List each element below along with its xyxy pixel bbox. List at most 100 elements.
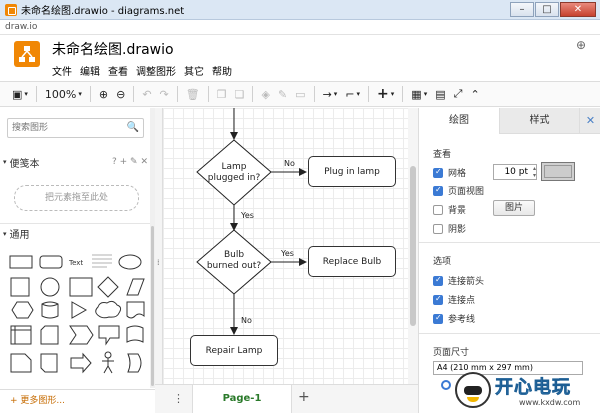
checkbox-checked[interactable] bbox=[433, 275, 443, 286]
drawio-logo bbox=[14, 41, 40, 67]
tab-diagram[interactable]: 绘图 bbox=[419, 108, 499, 134]
undo-icon[interactable]: ↶ bbox=[142, 87, 152, 101]
shape-document bbox=[126, 301, 145, 319]
shadow-icon[interactable]: ▭ bbox=[295, 87, 306, 101]
zoom-select[interactable]: 100%▾ bbox=[44, 87, 82, 101]
document-title[interactable]: 未命名绘图.drawio bbox=[52, 42, 174, 58]
app-header: 未命名绘图.drawio 文件 编辑 查看 调整图形 其它 帮助 ⊕ bbox=[0, 35, 600, 80]
shape-internal-storage bbox=[10, 325, 32, 345]
background-image-button[interactable]: 图片 bbox=[493, 200, 535, 216]
delete-icon[interactable]: 🗑 bbox=[185, 87, 200, 101]
fullscreen-icon[interactable]: ⤢ bbox=[453, 87, 463, 100]
waypoints-icon[interactable]: ⌐▾ bbox=[345, 87, 361, 101]
add-page-button[interactable]: + bbox=[298, 389, 310, 405]
node-plug-in-lamp[interactable]: Plug in lamp bbox=[308, 156, 396, 187]
grid-size-input[interactable]: 10 pt bbox=[493, 164, 537, 180]
shape-actor bbox=[102, 351, 114, 374]
menu-help[interactable]: 帮助 bbox=[212, 67, 232, 78]
shapes-sidebar: 🔍 ▾ 便笺本 ? + ✎ ✕ 把元素拖至此处 ▾ 通用 Text bbox=[0, 108, 155, 388]
shape-ellipse bbox=[118, 254, 142, 270]
checkbox-checked[interactable] bbox=[433, 185, 443, 196]
zoom-value: 100% bbox=[44, 87, 77, 101]
language-globe-icon[interactable]: ⊕ bbox=[575, 38, 586, 52]
connection-arrows-label: 连接箭头 bbox=[448, 277, 485, 287]
menu-edit[interactable]: 编辑 bbox=[80, 67, 100, 78]
table-icon[interactable]: ▦▾ bbox=[411, 87, 428, 101]
menu-extras[interactable]: 其它 bbox=[184, 67, 204, 78]
decision-lamp-line2: plugged in? bbox=[207, 173, 261, 183]
shape-rectangle bbox=[9, 255, 33, 269]
redo-icon[interactable]: ↷ bbox=[159, 87, 169, 101]
more-shapes-link[interactable]: + 更多图形... bbox=[0, 389, 155, 413]
grid-color-swatch[interactable] bbox=[541, 162, 575, 181]
general-header[interactable]: ▾ 通用 bbox=[0, 223, 150, 243]
maximize-button[interactable]: □ bbox=[535, 2, 559, 17]
connection-style-icon[interactable]: →▾ bbox=[322, 87, 338, 101]
menu-view[interactable]: 查看 bbox=[108, 67, 128, 78]
checkbox-checked[interactable] bbox=[433, 313, 443, 324]
watermark-brand: 开心电玩 bbox=[495, 377, 571, 399]
minimize-button[interactable]: – bbox=[510, 2, 534, 17]
grid-checkbox[interactable]: 网格 bbox=[433, 166, 466, 179]
shadow-label: 阴影 bbox=[448, 225, 467, 235]
decision-shape-1 bbox=[196, 139, 272, 206]
search-icon[interactable]: 🔍 bbox=[126, 122, 139, 133]
zoom-in-icon[interactable]: ⊕ bbox=[98, 87, 109, 101]
to-back-icon[interactable]: ❏ bbox=[234, 87, 245, 101]
menu-arrange[interactable]: 调整图形 bbox=[136, 67, 176, 78]
site-watermark: 开心电玩 www.kxdw.com bbox=[455, 372, 597, 410]
toolbar-divider bbox=[35, 86, 37, 102]
close-window-button[interactable]: ✕ bbox=[560, 2, 596, 17]
decision-lamp-plugged[interactable]: Lamp plugged in? bbox=[203, 162, 265, 184]
zoom-out-icon[interactable]: ⊖ bbox=[116, 87, 126, 101]
close-format-panel-icon[interactable]: ✕ bbox=[579, 108, 600, 134]
general-shapes-palette[interactable]: Text bbox=[7, 250, 147, 380]
checkbox-checked[interactable] bbox=[433, 167, 443, 178]
to-front-icon[interactable]: ❐ bbox=[216, 87, 227, 101]
node-repair-lamp[interactable]: Repair Lamp bbox=[190, 335, 278, 366]
tab-style[interactable]: 样式 bbox=[499, 108, 579, 134]
scratchpad-tools[interactable]: ? + ✎ ✕ bbox=[112, 157, 148, 167]
grid-label: 网格 bbox=[448, 169, 467, 179]
decision-shape-2 bbox=[196, 229, 272, 295]
background-checkbox[interactable]: 背景 bbox=[433, 203, 466, 216]
canvas-scrollbar-thumb[interactable] bbox=[410, 166, 416, 326]
page-tab-1[interactable]: Page-1 bbox=[192, 385, 292, 413]
decision-bulb-burned[interactable]: Bulb burned out? bbox=[203, 250, 265, 272]
checkbox-unchecked[interactable] bbox=[433, 223, 443, 234]
diagram-canvas[interactable]: Lamp plugged in? Plug in lamp No Yes Bul… bbox=[163, 108, 418, 384]
brand-line: draw.io bbox=[0, 20, 600, 35]
sidebar-scrollbar[interactable] bbox=[150, 108, 155, 388]
view-section-title: 查看 bbox=[433, 150, 452, 160]
sidebar-splitter[interactable]: ⁞ bbox=[155, 108, 163, 384]
search-input[interactable] bbox=[8, 119, 123, 137]
node-replace-bulb[interactable]: Replace Bulb bbox=[308, 246, 396, 277]
pages-menu-icon[interactable]: ⋮ bbox=[173, 392, 184, 405]
panel-toggle-icon[interactable]: ▣▾ bbox=[12, 87, 28, 101]
paper-size-select[interactable]: A4 (210 mm x 297 mm) bbox=[433, 361, 583, 375]
portrait-radio[interactable] bbox=[441, 380, 451, 390]
checkbox-unchecked[interactable] bbox=[433, 204, 443, 215]
menu-bar: 文件 编辑 查看 调整图形 其它 帮助 bbox=[52, 63, 232, 78]
shadow-checkbox[interactable]: 阴影 bbox=[433, 222, 466, 235]
checkbox-checked[interactable] bbox=[433, 294, 443, 305]
canvas-scrollbar[interactable] bbox=[408, 108, 418, 384]
scratchpad-header[interactable]: ▾ 便笺本 bbox=[0, 152, 150, 172]
insert-plus-icon[interactable]: +▾ bbox=[377, 86, 395, 102]
shape-triangle bbox=[71, 301, 88, 319]
watermark-site: www.kxdw.com bbox=[519, 398, 581, 407]
scratchpad-dropzone[interactable]: 把元素拖至此处 bbox=[14, 185, 139, 211]
menu-file[interactable]: 文件 bbox=[52, 67, 72, 78]
fill-color-icon[interactable]: ◈ bbox=[261, 87, 270, 101]
guides-checkbox[interactable]: 参考线 bbox=[433, 312, 475, 325]
shape-text: Text bbox=[68, 259, 83, 267]
collapse-icon[interactable]: ⌃ bbox=[470, 87, 480, 101]
connection-points-checkbox[interactable]: 连接点 bbox=[433, 293, 475, 306]
format-panel-toggle-icon[interactable]: ▤ bbox=[435, 87, 446, 101]
page-view-checkbox[interactable]: 页面视图 bbox=[433, 184, 484, 197]
line-color-icon[interactable]: ✎ bbox=[277, 87, 288, 101]
connection-points-label: 连接点 bbox=[448, 296, 476, 306]
shape-card bbox=[40, 325, 59, 345]
splitter-grip-icon: ⁞ bbox=[157, 258, 160, 267]
connection-arrows-checkbox[interactable]: 连接箭头 bbox=[433, 274, 484, 287]
